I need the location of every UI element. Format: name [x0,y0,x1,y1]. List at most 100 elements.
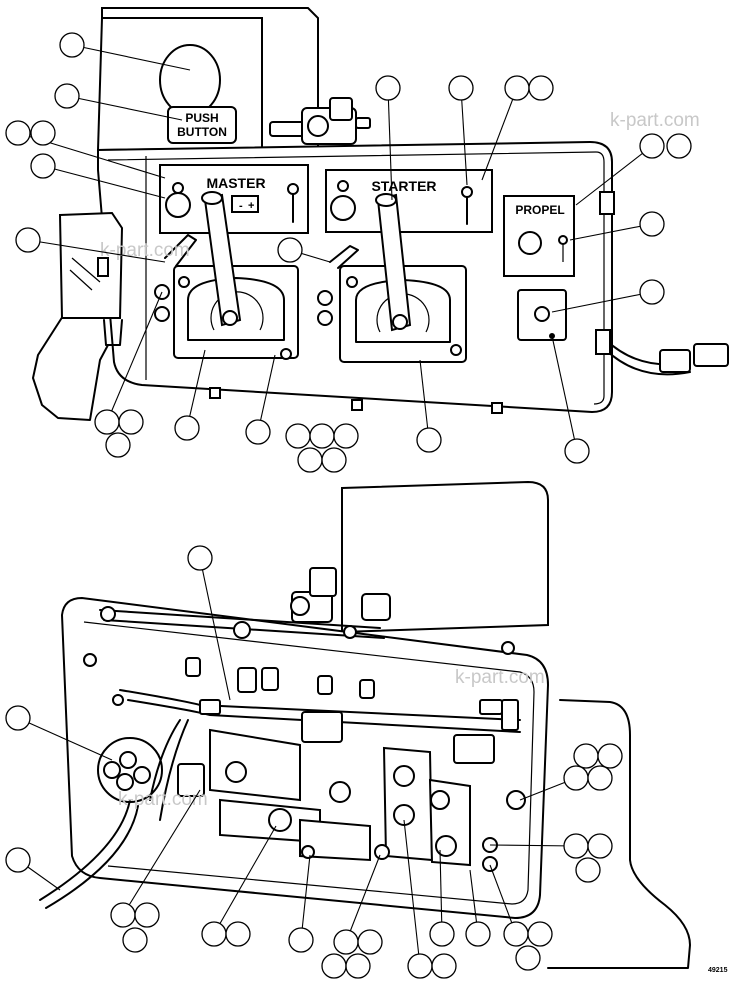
callout-bubble [5,120,31,146]
callout-leader [387,87,393,201]
right-harness-wire-2 [605,349,691,376]
exit-harness [39,799,131,901]
callout-bubble [5,847,31,873]
rear-panel-inner [83,621,535,905]
callout-leader [186,349,206,429]
left-terminal-block [177,763,205,797]
callout-leader [575,145,653,206]
callout-leader [17,717,113,761]
top-assembly: PUSH BUTTON MASTER - + [32,7,729,421]
callout-bubble [564,438,590,464]
starter-switch-housing [339,193,467,363]
starter-label: STARTER [371,178,436,194]
push-button-cap [159,44,221,116]
callout-leader [42,165,166,199]
master-bracket-arm [164,234,197,267]
callout-bubble [504,75,530,101]
callout-bubble [527,921,553,947]
callout-leader [300,854,311,941]
callout-leader [106,291,163,423]
callout-bubble [94,409,120,435]
callout-bubble [407,953,433,979]
callout-bubble [245,419,271,445]
master-switch-housing [173,191,299,360]
callout-leader [257,354,276,433]
mounting-plate [32,304,109,421]
callout-bubble [431,953,457,979]
callout-leader [489,844,577,847]
rear-mounting-plate [547,699,691,969]
watermark-4: k-part.com [118,789,208,810]
watermark-1: k-part.com [610,110,700,131]
callout-bubble [309,423,335,449]
callout-bubble [321,447,347,473]
right-side-clip [599,191,615,215]
master-label: MASTER [206,175,265,191]
callout-bubble [429,921,455,947]
starter-keyhole [461,186,473,198]
master-indicator-lamp [165,192,191,218]
callout-bubble [122,927,148,953]
starter-screw [337,180,349,192]
callout-bubble [597,743,623,769]
callout-leader [403,819,421,967]
callout-bubble [639,211,665,237]
harness-connector-a [659,349,691,373]
rail-bolt-right [343,625,357,639]
exit-harness-2 [45,805,139,909]
top-switch [269,97,371,145]
callout-bubble [201,921,227,947]
callout-bubble [503,921,529,947]
callout-bubble [573,743,599,769]
master-keyhole [287,183,299,195]
rear-top-switch [290,567,391,623]
callout-bubble [297,447,323,473]
starter-pushbuttons [317,290,333,326]
callout-bubble [639,133,665,159]
harness-connectors [185,657,519,764]
watermark-2: k-part.com [100,240,190,261]
master-screw [172,182,184,194]
callout-bubble [563,765,589,791]
callout-leader [27,239,166,263]
left-box-marks [69,257,101,291]
push-label-line1: PUSH [185,111,218,125]
callout-bubble [277,237,303,263]
callouts [5,32,692,979]
propel-button [518,231,542,255]
callout-bubble [515,945,541,971]
callout-bubble [15,227,41,253]
bottom-cover-box [341,480,549,634]
callout-bubble [666,133,692,159]
battery-icon: - + [231,195,259,213]
callout-bubble [225,921,251,947]
right-grommet [595,329,611,355]
callout-bubble [575,857,601,883]
callout-bubble [134,902,160,928]
callout-bubble [110,902,136,928]
callout-bubble [416,427,442,453]
callout-bubble [285,423,311,449]
callout-leader [551,291,653,313]
callout-bubble [321,953,347,979]
callout-leader [199,557,231,701]
callout-leader [551,335,578,452]
starter-bracket-arm [329,245,359,269]
callout-bubble [563,833,589,859]
svg-text:-: - [239,200,243,212]
callout-leader [569,223,653,241]
callout-bubble [30,153,56,179]
callout-leader [460,87,468,186]
left-side-box [58,211,124,319]
callout-leader [481,87,518,181]
bottom-bolts [209,387,503,414]
rail-bolt-mid [233,621,251,639]
callout-bubble [187,545,213,571]
right-switch-bracket [517,289,567,341]
harness-connector-b [693,343,729,367]
svg-text:+: + [248,200,254,212]
propel-label: PROPEL [515,203,564,217]
top-rail [99,609,381,629]
